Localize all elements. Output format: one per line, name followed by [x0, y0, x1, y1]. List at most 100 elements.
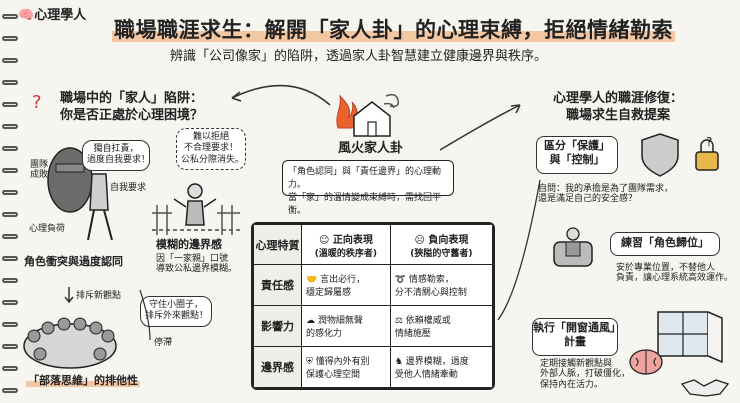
- positive-text: 懂得內外有別 保護心理空間: [306, 357, 370, 380]
- spiral-ring: [2, 190, 18, 195]
- spiral-ring: [2, 212, 18, 217]
- role-conflict-label: 角色衝突與過度認同: [24, 255, 123, 268]
- step2-card: 練習「角色歸位」: [610, 232, 720, 256]
- brain-icon: 🧠: [18, 8, 35, 23]
- left-heading-line1: 職場中的「家人」陷阱：: [60, 91, 204, 106]
- label-team-success: 團隊 成敗: [30, 160, 49, 181]
- negative-title: 負向表現: [428, 234, 469, 246]
- hexagram-name: 風火家人卦: [338, 141, 404, 156]
- table-header-traits: 心理特質: [253, 224, 302, 265]
- label-mental-load: 心理負荷: [29, 224, 66, 234]
- armchair-person-icon: [553, 227, 593, 267]
- hexagram-desc-line1: 「角色認同」與「責任邊界」的心理動力。: [288, 167, 442, 190]
- spiral-ring: [2, 124, 18, 129]
- traits-table: 心理特質 ☺ 正向表現 (溫暖的秩序者) ☹ 負向表現 (狹隘的守舊者) 責任感…: [251, 222, 495, 390]
- spiral-ring: [2, 366, 18, 371]
- left-heading-line2: 你是否正處於心理困境？: [60, 107, 204, 123]
- brand-name: 心理學人: [34, 8, 87, 23]
- handshake-icon: [680, 379, 730, 397]
- page-subtitle: 辨識「公司像家」的陷阱，透過家人卦智慧建立健康邊界與秩序。: [170, 49, 548, 64]
- right-heading: 心理學人的職涯修復： 職場求生自救提案: [553, 91, 683, 125]
- step3-line1: 執行「開窗通風」: [533, 321, 621, 334]
- positive-title: 正向表現: [332, 234, 373, 246]
- step1-card: 區分「保護」 與「控制」: [536, 136, 618, 174]
- spiral-ring: [2, 80, 18, 85]
- table-header-positive: ☺ 正向表現 (溫暖的秩序者): [301, 224, 391, 265]
- table-header-negative: ☹ 負向表現 (狹隘的守舊者): [389, 224, 493, 265]
- svg-text:?: ?: [706, 135, 712, 149]
- page-title-text: 職場職涯求生：解開「家人卦」的心理束縛，拒絕情緒勒索: [112, 18, 675, 42]
- trait-cell: 責任感: [253, 264, 302, 306]
- positive-cell: ⛨ 懂得內外有別 保護心理空間: [301, 346, 391, 388]
- brand-logo: 🧠心理學人: [18, 8, 87, 24]
- negative-cell: ➰ 情感勒索， 分不清關心與控制: [389, 264, 493, 306]
- step1-desc: 自問：我的承擔是為了團隊需求， 還是滿足自己的安全感？: [538, 184, 674, 205]
- spiral-ring: [2, 234, 18, 239]
- spiral-ring: [2, 14, 18, 19]
- label-self-demand: 自我要求: [110, 183, 147, 193]
- table-row: 影響力 ☁ 潤物細無聲 的感化力 ⚖ 依賴權威或 情緒施壓: [253, 305, 493, 347]
- rope-knot-icon: ➰: [394, 275, 407, 285]
- positive-subtitle: (溫暖的秩序者): [314, 248, 378, 259]
- negative-text: 情感勒索， 分不清關心與控制: [394, 275, 467, 298]
- trait-cell: 影響力: [253, 305, 302, 347]
- table-header-row: 心理特質 ☺ 正向表現 (溫暖的秩序者) ☹ 負向表現 (狹隘的守舊者): [253, 224, 493, 265]
- open-window-icon: [657, 311, 723, 364]
- stagnation-label: 停滯: [154, 338, 173, 348]
- spiral-ring: [2, 344, 18, 349]
- negative-text: 依賴權威或 情緒施壓: [394, 316, 451, 339]
- spiral-ring: [2, 146, 18, 151]
- spiral-ring: [2, 300, 18, 305]
- spiral-ring: [2, 102, 18, 107]
- positive-cell: ☁ 潤物細無聲 的感化力: [301, 305, 391, 347]
- right-heading-line1: 心理學人的職涯修復：: [553, 91, 684, 106]
- negative-cell: ♞ 邊界模糊，過度 受他人情緒牽動: [389, 346, 493, 388]
- handshake-icon: 🤝: [306, 275, 318, 285]
- step3-desc: 定期接觸新觀點與 外部人脈，打破僵化， 保持內在活力。: [540, 359, 631, 390]
- speech-bubble-overload: 獨自扛責， 過度自我要求！: [82, 140, 150, 171]
- frown-icon: ☹: [414, 234, 425, 246]
- blurred-boundary-illustration: [152, 183, 242, 235]
- step1-line2: 與「控制」: [549, 153, 605, 167]
- spiral-ring: [2, 256, 18, 261]
- blurred-boundary-desc: 因「一家親」口號 導致公私邊界模糊。: [156, 254, 238, 275]
- shield-person-icon: ⛨: [306, 357, 313, 367]
- brain-icon: [629, 349, 663, 375]
- svg-text:?: ?: [32, 92, 42, 113]
- smile-icon: ☺: [318, 234, 330, 246]
- negative-text: 邊界模糊，過度 受他人情緒牽動: [394, 357, 469, 380]
- tribe-exclusion-text: 「部落思維」的排他性: [26, 374, 140, 387]
- notebook-spiral: [0, 0, 20, 403]
- tribe-exclusion-label: 「部落思維」的排他性: [26, 374, 140, 388]
- step2-desc: 安於專業位置，不替他人 負責，讓心理系統高效運作。: [616, 263, 734, 284]
- left-heading: 職場中的「家人」陷阱： 你是否正處於心理困境？: [60, 91, 203, 125]
- step3-line2: 計畫: [564, 335, 586, 349]
- negative-cell: ⚖ 依賴權威或 情緒施壓: [389, 305, 493, 347]
- speech-bubble-circle: 守住小圈子， 排斥外來觀點！: [140, 296, 212, 327]
- hexagram-desc-line2: 當「家」的溫情變成束縛時，需找回平衡。: [288, 193, 442, 216]
- table-row: 責任感 🤝 言出必行， 穩定歸屬感 ➰ 情感勒索， 分不清關心與控制: [253, 264, 493, 306]
- positive-cell: 🤝 言出必行， 穩定歸屬感: [301, 264, 391, 306]
- question-mark-icon: ?: [32, 92, 42, 113]
- spiral-ring: [2, 278, 18, 283]
- spiral-ring: [2, 322, 18, 327]
- step1-line1: 區分「保護」: [544, 139, 610, 152]
- shield-lock-icon: ?: [641, 133, 719, 177]
- trait-cell: 邊界感: [253, 346, 302, 388]
- arrow-down-icon: [64, 287, 74, 304]
- reject-new-views-label: 排斥新觀點: [76, 291, 122, 301]
- step3-card: 執行「開窗通風」 計畫: [532, 318, 621, 356]
- blurred-boundary-title: 模糊的邊界感: [156, 238, 222, 251]
- spiral-ring: [2, 36, 18, 41]
- tribe-circle-illustration: [23, 317, 117, 369]
- house-fire-wind-icon: [336, 93, 400, 137]
- table-row: 邊界感 ⛨ 懂得內外有別 保護心理空間 ♞ 邊界模糊，過度 受他人情緒牽動: [253, 346, 493, 388]
- negative-subtitle: (狹隘的守舊者): [410, 248, 473, 259]
- positive-text: 潤物細無聲 的感化力: [306, 316, 363, 339]
- hexagram-desc-card: 「角色認同」與「責任邊界」的心理動力。 當「家」的溫情變成束縛時，需找回平衡。: [282, 160, 454, 216]
- right-heading-line2: 職場求生自救提案: [566, 107, 671, 123]
- rain-cloud-icon: ☁: [306, 316, 315, 326]
- positive-text: 言出必行， 穩定歸屬感: [306, 275, 366, 298]
- thought-bubble-boundary: 難以拒絕 不合理要求！ 公私分際消失。: [176, 128, 246, 170]
- spiral-ring: [2, 388, 18, 393]
